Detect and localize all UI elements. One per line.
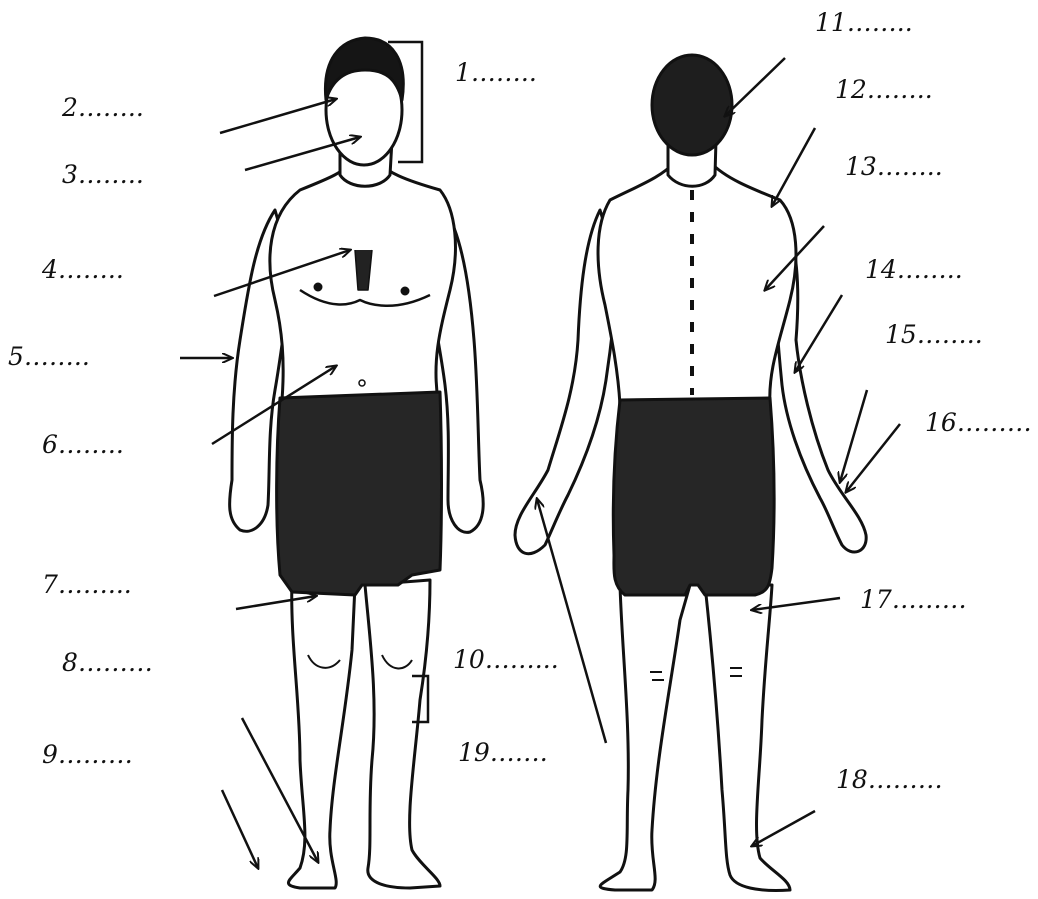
label-11: 11…….. <box>815 8 913 37</box>
label-6: 6…….. <box>42 430 124 459</box>
pointer-13 <box>772 128 815 206</box>
front-left-leg <box>288 580 355 888</box>
label-7: 7……... <box>42 570 132 599</box>
label-12: 12…….. <box>835 75 933 104</box>
label-13: 13…….. <box>845 152 943 181</box>
back-right-leg <box>705 585 790 890</box>
pointer-9a <box>222 790 258 868</box>
label-16: 16……… <box>925 408 1032 437</box>
back-torso <box>598 162 796 405</box>
label-2: 2…….. <box>62 93 144 122</box>
label-8: 8……… <box>62 648 153 677</box>
back-shorts <box>613 398 774 595</box>
label-1: 1…….. <box>455 58 537 87</box>
front-right-leg <box>365 580 440 888</box>
pointer-2 <box>220 99 336 133</box>
label-4: 4…….. <box>42 255 124 284</box>
label-18: 18……… <box>836 765 943 794</box>
front-figure <box>230 38 484 888</box>
pointer-16a <box>840 390 867 482</box>
label-5: 5…….. <box>8 342 90 371</box>
back-left-leg <box>600 585 690 890</box>
back-head <box>652 55 732 155</box>
pointer-18 <box>752 811 815 846</box>
front-shorts <box>277 392 442 595</box>
label-17: 17……… <box>860 585 967 614</box>
label-10: 10……... <box>453 645 559 674</box>
back-figure <box>515 55 866 890</box>
label-14: 14…….. <box>865 255 963 284</box>
label-19: 19……. <box>458 738 548 767</box>
label-15: 15…….. <box>885 320 983 349</box>
pointer-19 <box>537 499 606 743</box>
label-9: 9……… <box>42 740 133 769</box>
label-3: 3…….. <box>62 160 144 189</box>
pointer-11 <box>725 58 785 116</box>
pointer-15 <box>795 295 842 372</box>
